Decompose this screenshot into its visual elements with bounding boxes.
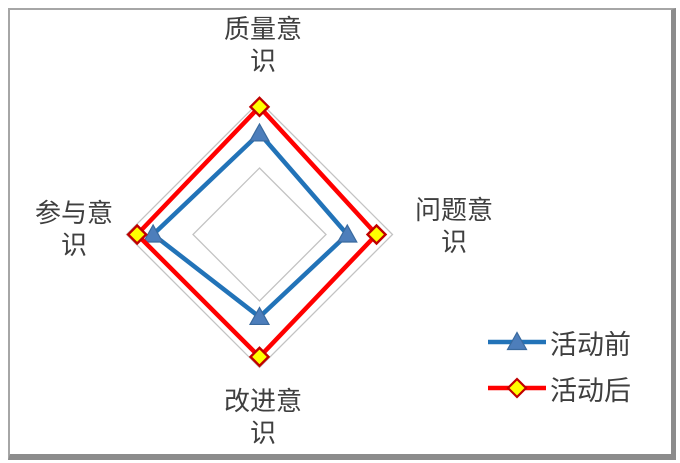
legend-label: 活动后 bbox=[550, 375, 631, 406]
diamond-marker-icon bbox=[365, 223, 388, 246]
axis-label-line: 识 bbox=[440, 228, 467, 257]
legend-series-before-icon bbox=[488, 331, 546, 351]
axis-label-line: 问题意 bbox=[414, 196, 493, 225]
axis-label-line: 识 bbox=[249, 419, 276, 448]
triangle-marker-icon bbox=[248, 122, 271, 142]
legend-label: 活动前 bbox=[550, 329, 631, 360]
axis-label-line: 质量意 bbox=[223, 15, 302, 44]
diamond-marker-icon bbox=[506, 377, 528, 399]
triangle-marker-icon bbox=[248, 306, 271, 326]
legend-item-after: 活动后 bbox=[487, 365, 631, 411]
diamond-marker-icon bbox=[248, 96, 271, 118]
diamond-marker-icon bbox=[126, 223, 148, 246]
axis-label-participation: 参与意 识 bbox=[0, 198, 154, 262]
axis-label-problem: 问题意 识 bbox=[374, 195, 534, 259]
grid-ring bbox=[192, 167, 327, 302]
legend-item-before: 活动前 bbox=[487, 319, 631, 365]
axis-label-improvement: 改进意 识 bbox=[183, 386, 343, 450]
axis-label-line: 识 bbox=[60, 231, 87, 260]
legend-series-after-icon bbox=[488, 377, 546, 399]
axis-label-line: 识 bbox=[249, 47, 276, 76]
triangle-marker-icon bbox=[142, 223, 164, 243]
axis-label-quality: 质量意 识 bbox=[183, 14, 343, 78]
legend: 活动前 活动后 bbox=[487, 319, 631, 411]
axis-label-line: 参与意 bbox=[34, 199, 113, 228]
axis-label-line: 改进意 bbox=[223, 387, 302, 416]
triangle-marker-icon bbox=[336, 223, 358, 243]
triangle-marker-icon bbox=[506, 331, 528, 351]
diamond-marker-icon bbox=[248, 346, 271, 368]
